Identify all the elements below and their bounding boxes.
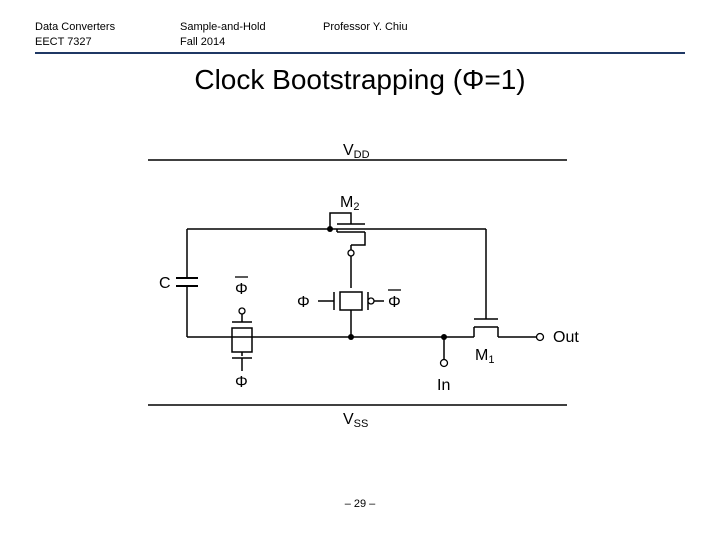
bottom-junction-dot-mid [348,334,354,340]
out-terminal [535,332,545,342]
left-switch-top-bubble [238,307,246,315]
m2-drain-lead [351,232,366,246]
topic-name: Sample-and-Hold [180,21,266,33]
left-switch-channel [231,327,253,353]
term: Fall 2014 [180,36,226,48]
in-terminal [439,358,449,368]
cap-label: C [159,275,171,292]
vss-label: VSS [343,411,368,430]
header-rule [35,52,685,54]
m2-gate-lead [329,212,352,229]
topic-header: Sample-and-Hold Fall 2014 [180,20,266,50]
course-header: Data Converters EECT 7327 [35,20,115,50]
left-switch-phi-label: Φ [235,374,248,391]
out-label: Out [553,329,579,346]
mid-switch-phi-label: Φ [297,294,310,311]
slide-title: Clock Bootstrapping (Φ=1) [194,64,526,95]
mid-switch-phibar-label: Φ [388,294,401,311]
mid-switch-channel [339,291,363,311]
in-label: In [437,377,450,394]
m2-gate-bubble [347,249,355,257]
mid-switch-pgate-bubble [367,297,375,305]
left-switch-phibar-label: Φ [235,281,248,298]
course-code: EECT 7327 [35,36,92,48]
vdd-label: VDD [343,142,370,161]
instructor-header: Professor Y. Chiu [323,21,408,33]
bottom-junction-dot-in [441,334,447,340]
m2-label: M2 [340,194,359,213]
page-number: – 29 – [344,498,376,510]
top-junction-dot [327,226,333,232]
course-name: Data Converters [35,21,116,33]
m1-label: M1 [475,347,494,366]
